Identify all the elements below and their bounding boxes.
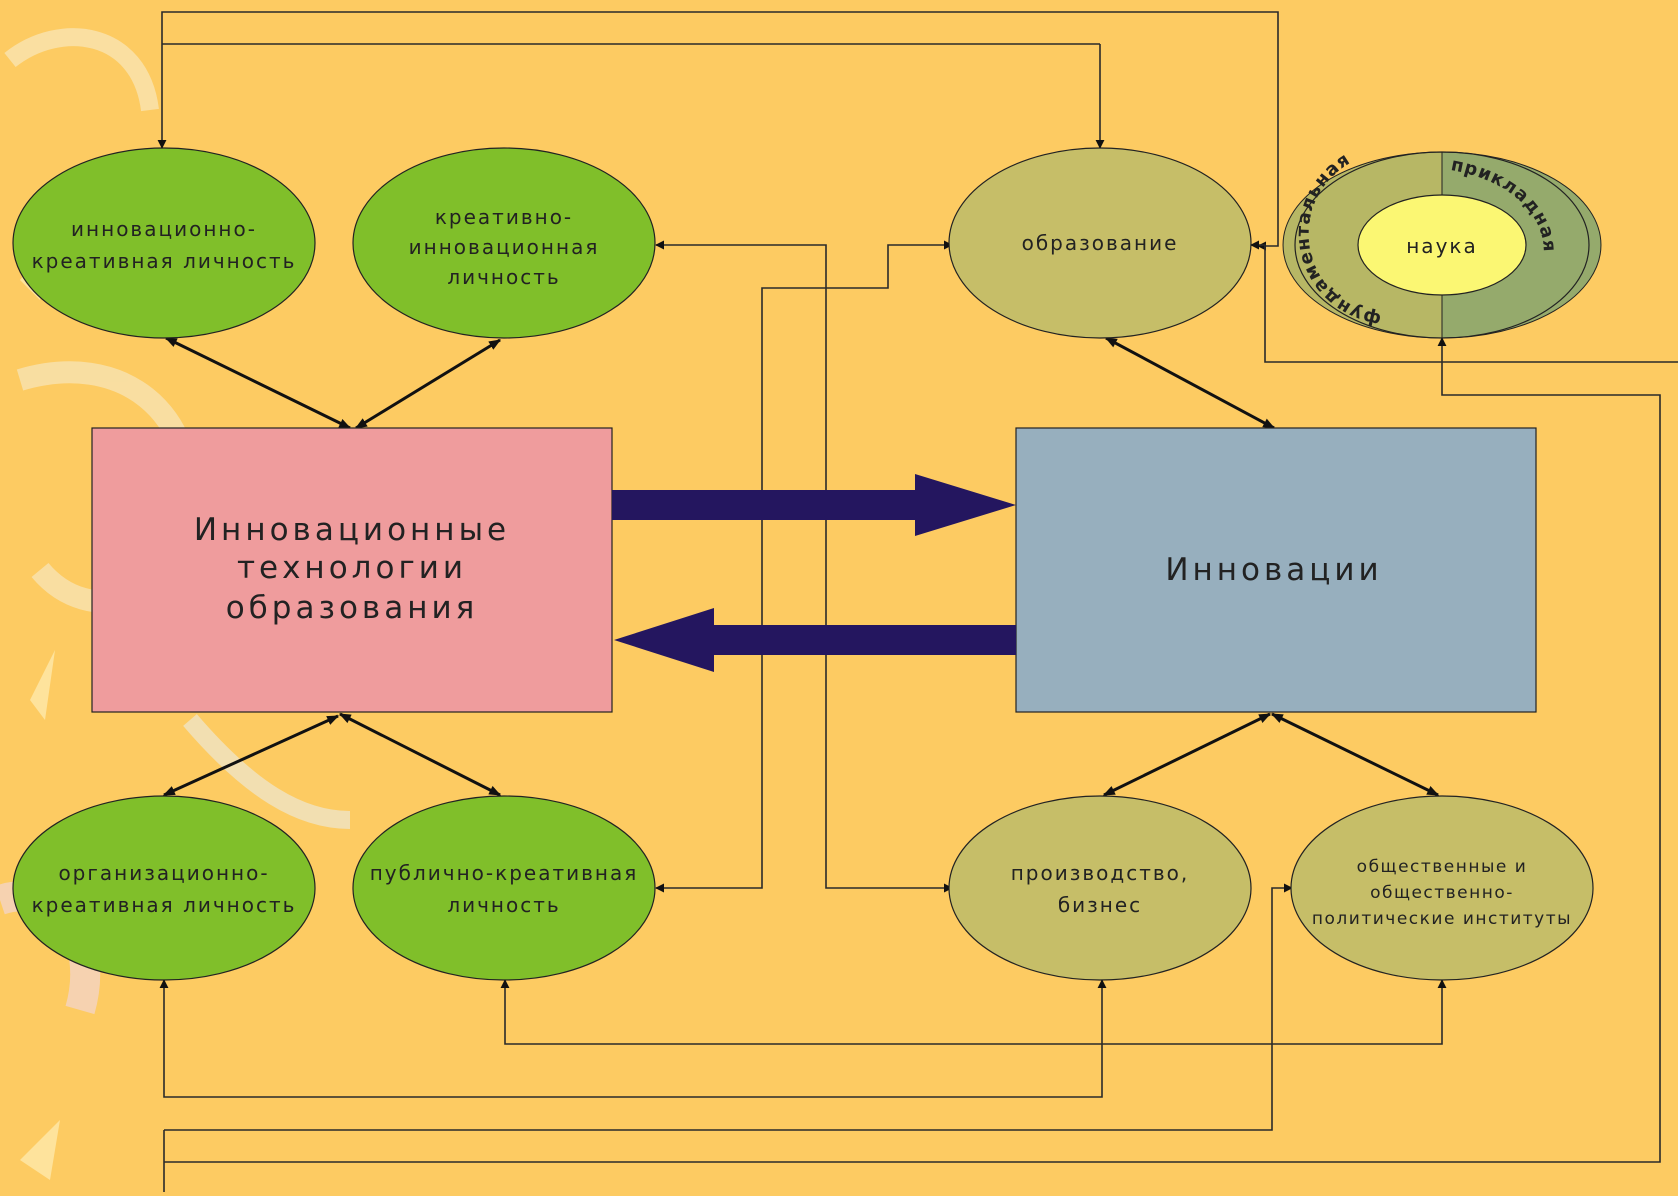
block-line-1: Инновационные <box>194 512 510 548</box>
svg-text:личность: личность <box>447 893 560 917</box>
svg-text:креативная личность: креативная личность <box>32 249 297 273</box>
innovations-label: Инновации <box>1165 552 1382 588</box>
innovations-block: Инновации <box>1015 427 1537 713</box>
science-label: наука <box>1406 234 1478 258</box>
svg-text:бизнес: бизнес <box>1058 893 1142 917</box>
innovative-technologies-block: Инновационные технологии образования <box>91 427 613 713</box>
svg-text:инновационная: инновационная <box>409 235 600 259</box>
svg-text:образование: образование <box>1022 231 1179 255</box>
arrow-left-big <box>614 608 1016 672</box>
svg-text:креативная личность: креативная личность <box>32 893 297 917</box>
svg-text:личность: личность <box>447 265 560 289</box>
svg-text:организационно-: организационно- <box>58 861 269 885</box>
ellipse-education: образование <box>948 147 1252 339</box>
svg-text:креативно-: креативно- <box>435 205 573 229</box>
svg-text:общественные и: общественные и <box>1357 857 1528 877</box>
navy-arrows <box>612 474 1016 672</box>
ellipse-organizational-creative: организационно- креативная личность <box>12 795 316 981</box>
svg-text:политические институты: политические институты <box>1312 909 1572 929</box>
block-line-2: технологии <box>237 550 467 586</box>
arrow-right-big <box>612 474 1016 536</box>
svg-text:производство,: производство, <box>1011 861 1190 885</box>
ellipse-creative-innovative: креативно- инновационная личность <box>352 147 656 339</box>
block-line-3: образования <box>226 590 479 626</box>
connector-lines <box>157 11 1678 1192</box>
science-ellipse: наука фундаментальная прикладная <box>1282 149 1602 339</box>
ellipse-production: производство, бизнес <box>948 795 1252 981</box>
ellipse-public-creative: публично-креативная личность <box>352 795 656 981</box>
svg-text:общественно-: общественно- <box>1370 883 1514 903</box>
svg-text:публично-креативная: публично-креативная <box>370 861 639 885</box>
svg-text:инновационно-: инновационно- <box>71 217 257 241</box>
ellipse-institutes: общественные и общественно- политические… <box>1290 795 1594 981</box>
relation-arrows <box>162 336 1440 797</box>
ellipse-innovative-creative: инновационно- креативная личность <box>12 147 316 339</box>
